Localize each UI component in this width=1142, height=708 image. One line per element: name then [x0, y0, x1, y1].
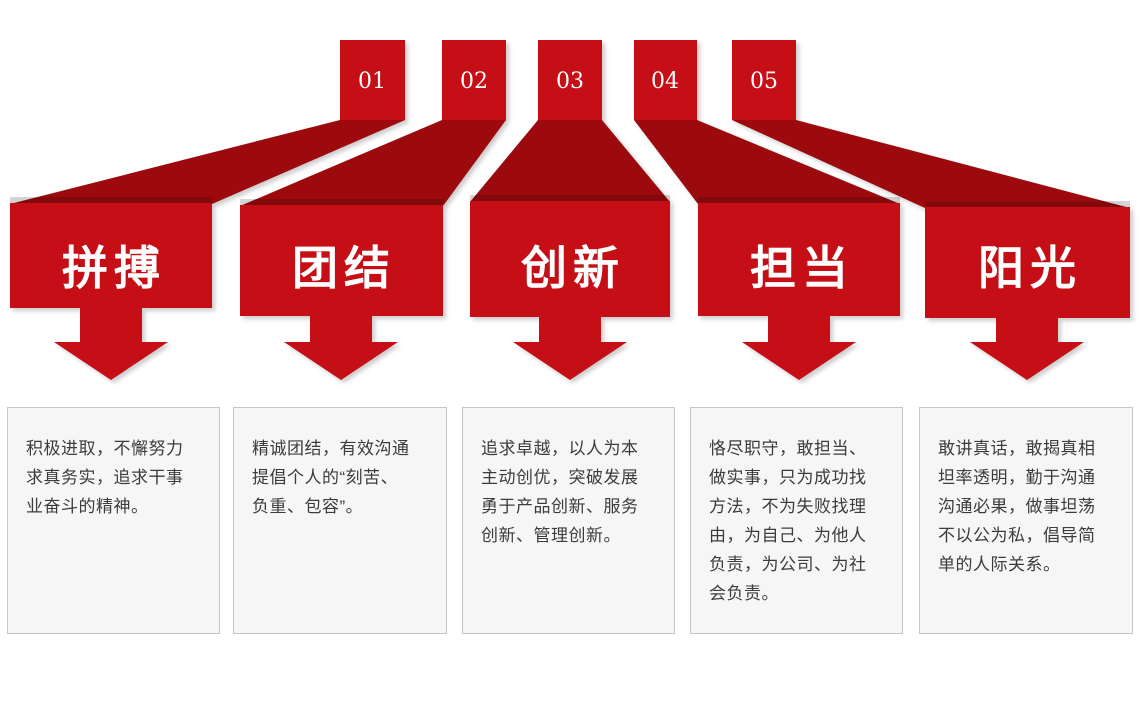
description-text: 恪尽职守，敢担当、 做实事，只为成功找 方法，不为失败找理 由，为自己、为他人 …	[709, 439, 867, 603]
description-card-chuangxin: 追求卓越，以人为本 主动创优，突破发展 勇于产品创新、服务 创新、管理创新。	[462, 407, 675, 634]
pillar-chuangxin: 03 创新	[470, 40, 670, 380]
value-box	[698, 203, 900, 316]
value-label: 阳光	[978, 241, 1082, 295]
number-label: 05	[750, 69, 778, 94]
number-label: 02	[460, 69, 488, 94]
description-card-dandang: 恪尽职守，敢担当、 做实事，只为成功找 方法，不为失败找理 由，为自己、为他人 …	[690, 407, 903, 634]
down-arrow-icon	[742, 316, 856, 380]
description-text: 追求卓越，以人为本 主动创优，突破发展 勇于产品创新、服务 创新、管理创新。	[481, 439, 639, 545]
value-label: 创新	[521, 241, 625, 295]
pillar-tuanjie: 02 团结	[240, 40, 506, 380]
ribbon-fold-shadow	[925, 201, 1130, 208]
description-card-yangguang: 敢讲真话，敢揭真相 坦率透明，勤于沟通 沟通必果，做事坦荡 不以公为私，倡导简 …	[919, 407, 1133, 634]
ribbon-fold-shadow	[698, 197, 900, 204]
number-tab	[634, 40, 697, 120]
description-text: 精诚团结，有效沟通 提倡个人的“刻苦、 负重、包容”。	[252, 439, 410, 516]
pillar-dandang: 04 担当	[634, 40, 900, 380]
number-tab	[442, 40, 506, 120]
down-arrow-icon	[54, 308, 168, 380]
pillar-yangguang: 05 阳光	[732, 40, 1130, 380]
description-text: 敢讲真话，敢揭真相 坦率透明，勤于沟通 沟通必果，做事坦荡 不以公为私，倡导简 …	[938, 439, 1096, 574]
value-box	[925, 207, 1130, 318]
value-box	[10, 203, 212, 308]
number-label: 03	[556, 69, 584, 94]
ribbon-fold-shadow	[10, 197, 212, 204]
value-label: 担当	[750, 241, 854, 295]
value-box	[470, 201, 670, 317]
description-card-tuanjie: 精诚团结，有效沟通 提倡个人的“刻苦、 负重、包容”。	[233, 407, 447, 634]
number-label: 04	[651, 69, 679, 94]
ribbon-shape	[634, 120, 900, 204]
ribbon-fold-shadow	[470, 195, 670, 202]
number-label: 01	[358, 69, 386, 94]
pillar-pinbo: 01 拼搏	[10, 40, 405, 380]
ribbon-shape	[732, 120, 1130, 208]
number-tab	[732, 40, 796, 120]
ribbon-shape	[10, 120, 405, 204]
description-text: 积极进取，不懈努力 求真务实，追求干事 业奋斗的精神。	[26, 439, 184, 516]
value-box	[240, 205, 443, 316]
ribbon-shape	[240, 120, 506, 206]
description-card-pinbo: 积极进取，不懈努力 求真务实，追求干事 业奋斗的精神。	[7, 407, 220, 634]
ribbon-shape	[470, 120, 670, 202]
ribbon-fold-shadow	[240, 199, 443, 206]
down-arrow-icon	[284, 316, 398, 380]
number-tab	[538, 40, 602, 120]
number-tab	[340, 40, 405, 120]
down-arrow-icon	[513, 317, 627, 380]
value-label: 拼搏	[62, 241, 166, 295]
down-arrow-icon	[970, 318, 1084, 380]
value-label: 团结	[292, 241, 396, 295]
